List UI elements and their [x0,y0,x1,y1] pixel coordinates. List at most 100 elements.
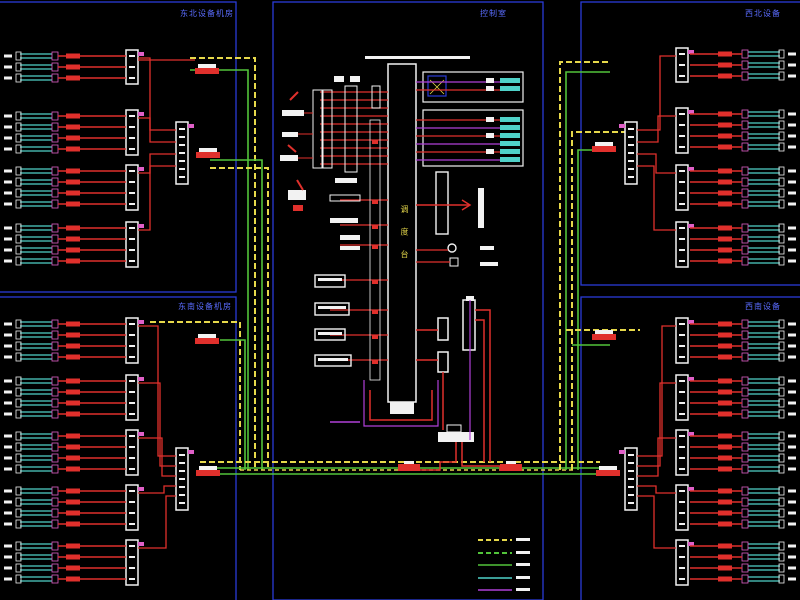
device-row [690,166,796,176]
amplifier-1 [462,299,476,351]
rack-unit-5 [340,246,360,250]
io-module [435,171,449,235]
switch-device [196,466,220,476]
device-block [675,107,796,154]
amplifier-2 [437,317,449,341]
device-block [675,539,796,586]
trunk-cables [150,57,640,475]
device-block [4,539,144,586]
device-row [690,464,796,474]
device-row [690,398,796,408]
hub-unit [175,121,194,185]
device-row [4,133,126,143]
device-row [4,519,126,529]
device-row [690,330,796,340]
device-row [690,552,796,562]
device-row [690,188,796,198]
hub-unit [619,447,638,511]
rack-unit-3 [330,218,358,223]
device-row [4,453,126,463]
control-room-equipment [280,56,530,591]
device-row [690,319,796,329]
speaker-device-2 [449,257,459,267]
device-row [690,109,796,119]
device-row [690,563,796,573]
device-row [4,122,126,132]
device-row [4,409,126,419]
east-device-groups [4,49,220,586]
device-block [4,374,144,421]
line-type-legend [478,538,530,591]
device-row [4,541,126,551]
device-row [690,131,796,141]
device-row [690,142,796,152]
device-row [690,409,796,419]
room-frame-south-right [580,296,800,600]
device-block [675,317,796,364]
device-row [4,256,126,266]
room-label-north-right: 西北设备 [745,9,781,18]
device-row [4,552,126,562]
device-row [4,199,126,209]
device-block [4,164,144,211]
device-row [690,49,796,59]
switch-device [592,142,616,152]
junction-box [438,432,474,442]
rack-unit-4 [340,235,360,240]
terminal-strip-c [344,85,358,173]
device-row [4,51,126,61]
device-row [4,431,126,441]
device-row [690,574,796,584]
device-row [690,508,796,518]
device-row [4,574,126,584]
trunk-terminal-left [398,464,420,471]
device-row [690,387,796,397]
switch-device [596,466,620,476]
device-row [690,341,796,351]
device-row [4,508,126,518]
switch-device [195,64,219,74]
rack-unit-1 [335,178,357,183]
room-frame-north-right [580,1,800,286]
recorder-3 [314,328,346,341]
device-row [690,541,796,551]
hub-unit [175,447,194,511]
device-row [690,519,796,529]
device-row [690,245,796,255]
device-row [4,234,126,244]
device-row [690,431,796,441]
monitor-device-3 [280,155,298,161]
device-row [690,177,796,187]
device-row [4,442,126,452]
device-block [675,47,796,83]
room-label-south-left: 东南设备机房 [178,302,232,311]
room-label-north-left: 东北设备机房 [180,9,234,18]
west-device-groups [592,47,796,586]
switch-device [592,330,616,340]
device-block [4,429,144,476]
device-row [4,387,126,397]
recorder-4 [314,354,352,367]
device-row [4,398,126,408]
switch-device [196,148,220,158]
device-row [4,497,126,507]
terminal-strip-a [312,89,324,169]
device-block [675,429,796,476]
device-block [675,164,796,211]
device-row [4,177,126,187]
device-row [4,62,126,72]
recorder-2 [314,302,350,316]
device-row [4,330,126,340]
trunk-terminal-right [500,464,522,471]
top-busbar [365,56,470,59]
device-block [675,221,796,268]
hub-unit [619,121,638,185]
speaker-device-1 [447,243,457,253]
device-row [4,73,126,83]
device-row [4,319,126,329]
device-row [690,442,796,452]
room-frame-center [272,1,544,600]
device-row [4,486,126,496]
device-block [4,49,144,85]
device-block [4,221,144,268]
